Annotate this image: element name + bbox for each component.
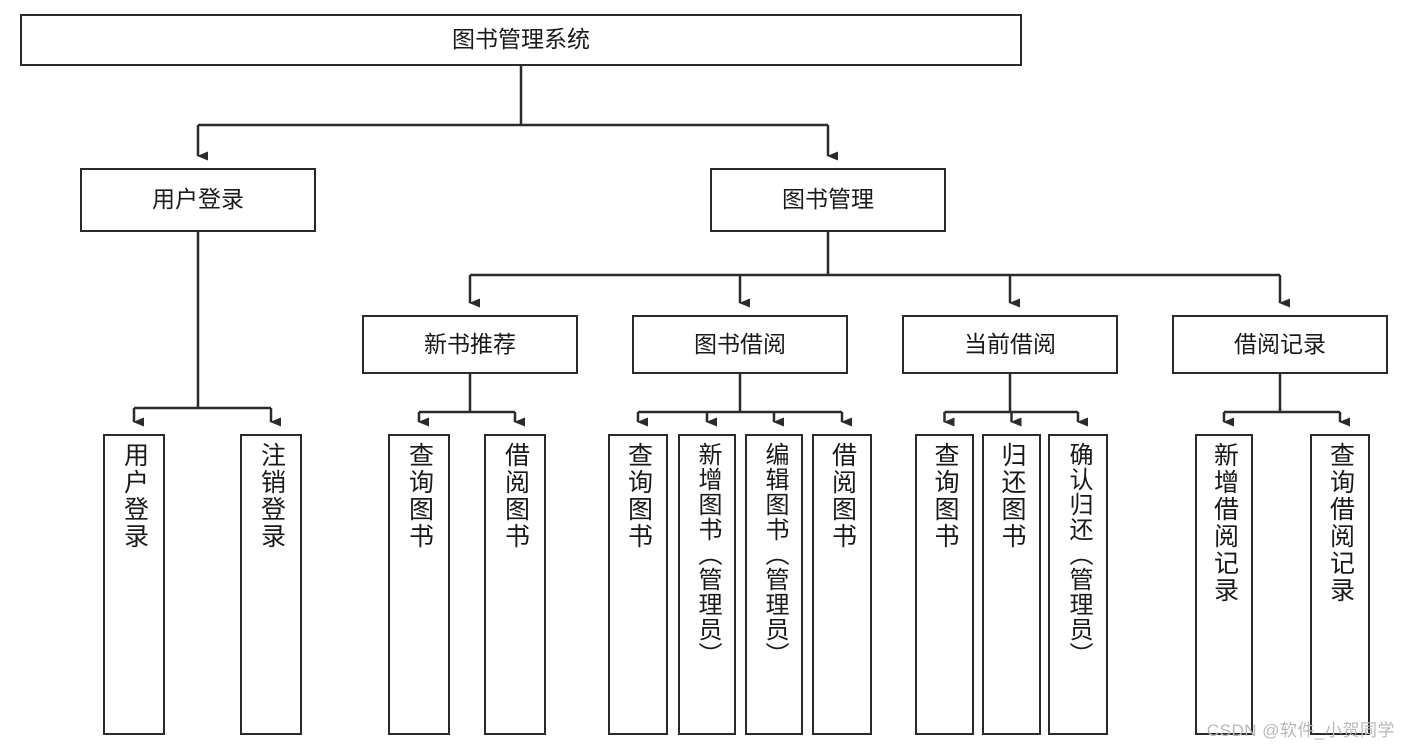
node-label-book-borrow: 图书借阅 bbox=[694, 330, 786, 357]
node-leaf-borrow-book-recommend[interactable]: 借阅图书 bbox=[484, 434, 546, 735]
node-leaf-edit-book-admin[interactable]: 编辑图书（管理员） bbox=[745, 434, 803, 735]
node-leaf-borrow-book[interactable]: 借阅图书 bbox=[812, 434, 872, 735]
node-label-leaf-borrow-book-recommend: 借阅图书 bbox=[501, 442, 530, 550]
node-label-book-management: 图书管理 bbox=[782, 186, 874, 213]
node-book-borrow[interactable]: 图书借阅 bbox=[632, 315, 848, 374]
node-label-leaf-edit-book-admin: 编辑图书（管理员） bbox=[761, 442, 788, 667]
node-leaf-query-book-recommend[interactable]: 查询图书 bbox=[388, 434, 450, 735]
node-leaf-user-login[interactable]: 用户登录 bbox=[103, 434, 165, 735]
node-label-leaf-query-book-recommend: 查询图书 bbox=[405, 442, 434, 550]
node-leaf-query-book-current[interactable]: 查询图书 bbox=[915, 434, 974, 735]
node-label-new-book-recommend: 新书推荐 bbox=[424, 330, 516, 357]
node-leaf-add-book-admin[interactable]: 新增图书（管理员） bbox=[678, 434, 736, 735]
node-root[interactable]: 图书管理系统 bbox=[20, 14, 1022, 66]
node-label-leaf-user-login: 用户登录 bbox=[120, 442, 149, 550]
node-label-leaf-confirm-return-admin: 确认归还（管理员） bbox=[1065, 442, 1092, 667]
node-label-leaf-query-book-borrow: 查询图书 bbox=[624, 442, 653, 550]
node-leaf-query-book-borrow[interactable]: 查询图书 bbox=[608, 434, 668, 735]
node-book-management[interactable]: 图书管理 bbox=[710, 168, 946, 232]
node-leaf-add-borrow-record[interactable]: 新增借阅记录 bbox=[1195, 434, 1253, 735]
node-new-book-recommend[interactable]: 新书推荐 bbox=[362, 315, 578, 374]
node-label-leaf-return-book: 归还图书 bbox=[998, 442, 1026, 550]
node-label-leaf-query-book-current: 查询图书 bbox=[931, 442, 959, 550]
node-label-root: 图书管理系统 bbox=[452, 26, 590, 53]
node-label-leaf-add-book-admin: 新增图书（管理员） bbox=[694, 442, 721, 667]
node-leaf-query-borrow-record[interactable]: 查询借阅记录 bbox=[1310, 434, 1370, 735]
node-label-leaf-borrow-book: 借阅图书 bbox=[828, 442, 857, 550]
node-user-login[interactable]: 用户登录 bbox=[80, 168, 316, 232]
node-leaf-confirm-return-admin[interactable]: 确认归还（管理员） bbox=[1048, 434, 1108, 735]
node-label-leaf-query-borrow-record: 查询借阅记录 bbox=[1326, 442, 1355, 604]
node-label-borrow-records: 借阅记录 bbox=[1234, 330, 1326, 357]
node-label-leaf-add-borrow-record: 新增借阅记录 bbox=[1210, 442, 1239, 604]
node-borrow-records[interactable]: 借阅记录 bbox=[1172, 315, 1388, 374]
node-leaf-user-logout[interactable]: 注销登录 bbox=[240, 434, 302, 735]
node-leaf-return-book[interactable]: 归还图书 bbox=[982, 434, 1041, 735]
node-current-borrow[interactable]: 当前借阅 bbox=[902, 315, 1118, 374]
watermark-label: CSDN @软件_小贺同学 bbox=[1206, 721, 1395, 740]
node-label-current-borrow: 当前借阅 bbox=[964, 330, 1056, 357]
node-label-leaf-user-logout: 注销登录 bbox=[257, 442, 286, 550]
node-label-user-login: 用户登录 bbox=[152, 186, 244, 213]
